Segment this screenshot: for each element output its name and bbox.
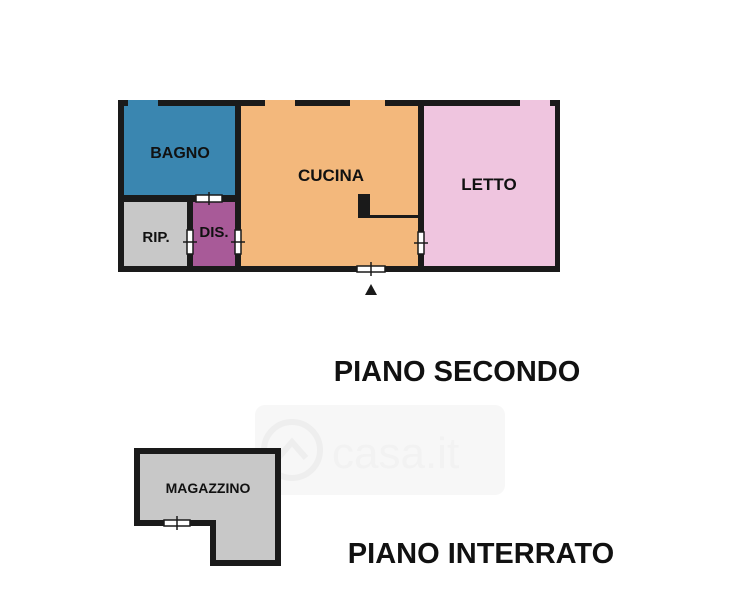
room-letto [424, 106, 555, 266]
door-ripostiglio [183, 229, 197, 255]
door-disimpegno [231, 229, 245, 255]
floor-title-interrato: PIANO INTERRATO [348, 538, 614, 570]
room-bagno [124, 106, 235, 195]
floor-basement: MAGAZZINO PIANO INTERRATO [134, 448, 614, 570]
room-label-letto: LETTO [461, 175, 516, 194]
window-cucina-2 [350, 100, 385, 106]
room-label-ripostiglio: RIP. [142, 229, 169, 246]
window-bagno [128, 100, 158, 106]
entrance-door [356, 262, 386, 276]
room-label-bagno: BAGNO [150, 145, 210, 162]
window-cucina-1 [265, 100, 295, 106]
room-label-cucina: CUCINA [298, 166, 364, 185]
floor-second: BAGNO CUCINA LETTO RIP. DIS. PIANO SECON… [118, 100, 580, 388]
kitchen-counter [358, 194, 370, 218]
room-label-magazzino: MAGAZZINO [166, 480, 251, 496]
entrance-arrow-icon [365, 284, 377, 295]
room-cucina [241, 106, 418, 266]
watermark: casa.it [255, 405, 505, 495]
door-bagno [195, 192, 223, 205]
door-letto [414, 231, 428, 255]
room-ripostiglio [124, 202, 187, 266]
room-label-disimpegno: DIS. [199, 224, 228, 241]
kitchen-partition [370, 215, 418, 218]
watermark-backdrop [255, 405, 505, 495]
room-disimpegno [193, 202, 235, 266]
door-magazzino [163, 516, 191, 530]
window-letto [520, 100, 550, 106]
watermark-text: casa.it [332, 429, 459, 478]
floor-title-secondo: PIANO SECONDO [334, 356, 581, 388]
room-magazzino [140, 454, 275, 560]
